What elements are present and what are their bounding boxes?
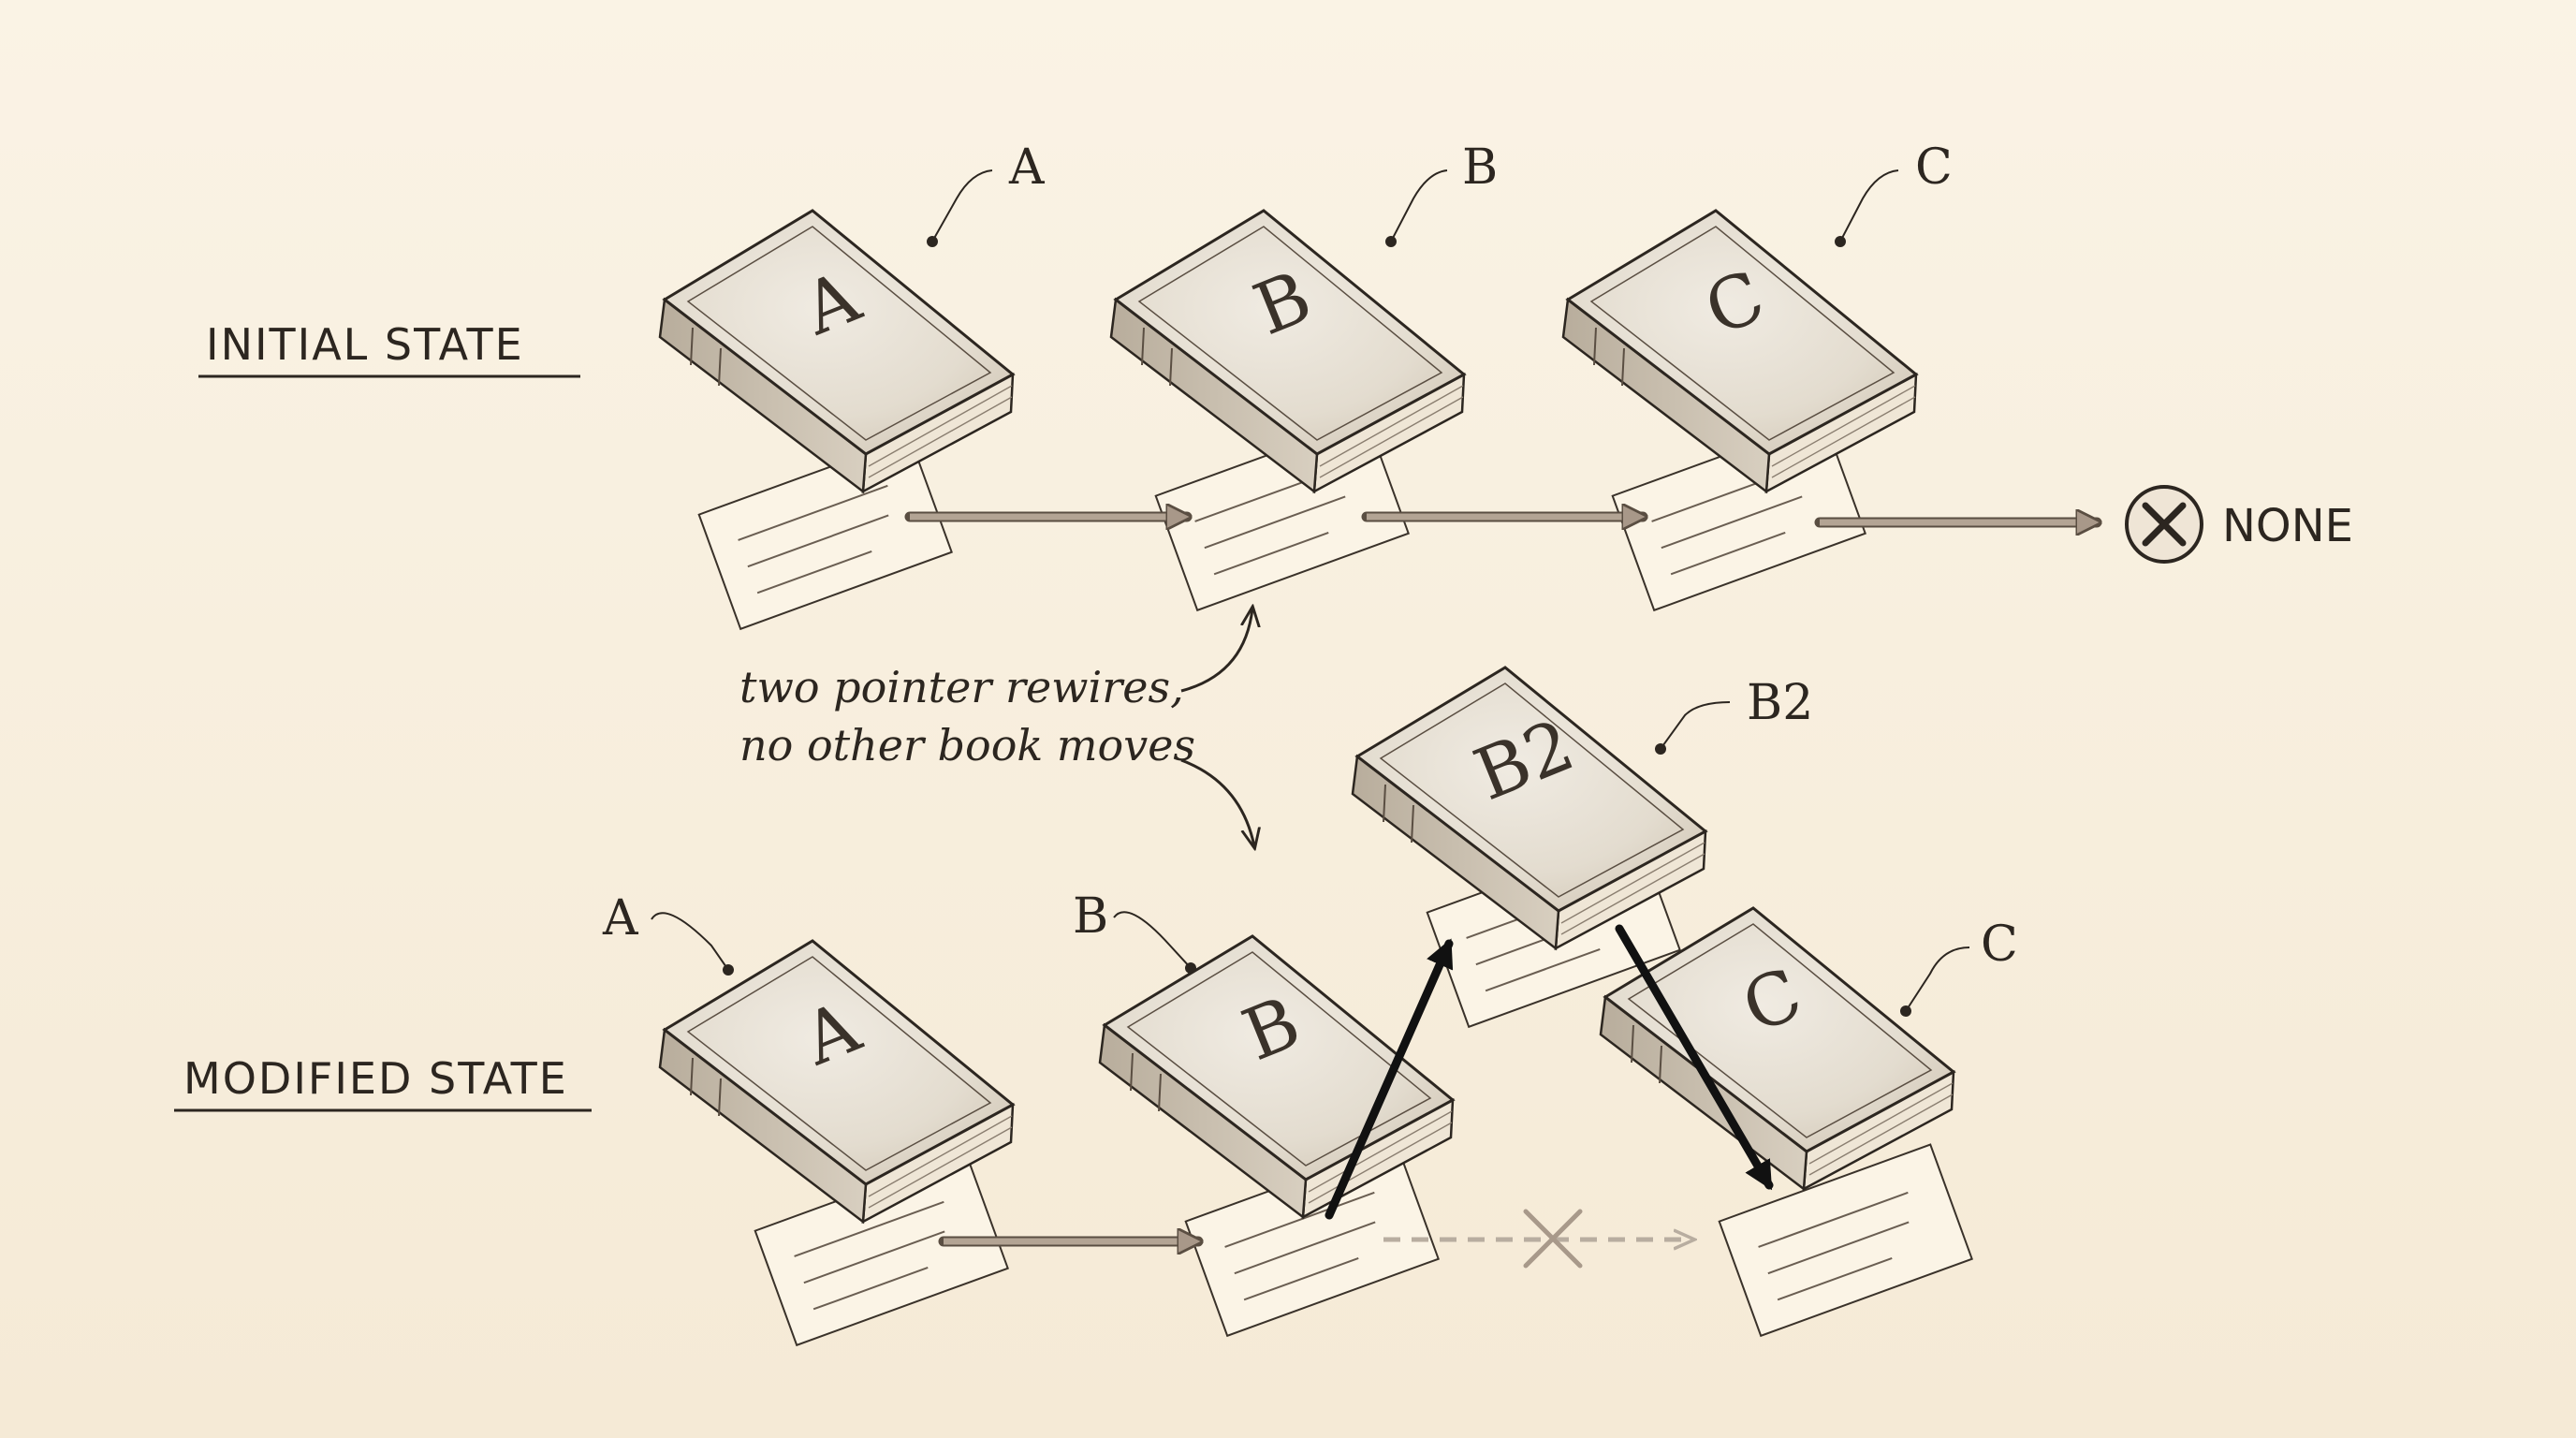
index-card (697, 436, 953, 631)
initial-state-label: INITIAL STATE (206, 319, 524, 370)
book-callout-label: B (1073, 888, 1108, 945)
terminal-none-label: NONE (2222, 500, 2353, 552)
callout-dot (1835, 236, 1846, 247)
callout-line (1839, 169, 1899, 242)
cover (1603, 906, 1956, 1153)
annotation-arrow-up (1180, 609, 1252, 693)
callout-dot (1385, 236, 1397, 247)
x-circle-icon (2125, 485, 2203, 564)
book-c-modified: C C (1599, 906, 2018, 1338)
cover (1102, 934, 1456, 1181)
cover (662, 939, 1016, 1186)
book-callout-label: B2 (1747, 675, 1813, 731)
cover (662, 209, 1016, 456)
cover (1354, 666, 1708, 913)
book-c-initial: C C (1561, 139, 1953, 612)
annotation-arrow-down (1180, 758, 1254, 846)
book-callout-label: B (1462, 139, 1498, 196)
book-b2: B2 B2 (1351, 666, 1813, 1029)
book-a-modified: A A (602, 890, 1016, 1347)
book-b-modified: B B (1073, 888, 1456, 1338)
callout-dot (927, 236, 938, 247)
book-callout-label: A (602, 890, 639, 946)
broken-link-x-icon (1523, 1209, 1583, 1269)
new-pointer-b-to-b2 (1325, 938, 1454, 1220)
callout-dot (1900, 1005, 1911, 1017)
book-a-initial: A A (658, 139, 1046, 631)
callout-line (931, 169, 993, 242)
new-pointer-b2-to-c (1615, 924, 1774, 1191)
annotation-line-2: no other book moves (739, 720, 1195, 770)
callout-dot (1655, 743, 1666, 755)
book-b-initial: B B (1109, 139, 1498, 612)
annotation-line-1: two pointer rewires, (739, 662, 1184, 712)
callout-dot (723, 964, 734, 976)
cover (1565, 209, 1919, 456)
book-callout-label: C (1981, 917, 2018, 973)
callout-line (1905, 946, 1970, 1012)
callout-line (651, 912, 729, 971)
callout-dot (1185, 962, 1196, 974)
index-card (1718, 1143, 1973, 1338)
book-callout-label: C (1915, 139, 1953, 196)
cover (1113, 209, 1467, 456)
modified-state-label: MODIFIED STATE (183, 1053, 568, 1104)
callout-line (1660, 701, 1731, 750)
index-card (1184, 1143, 1440, 1338)
callout-line (1113, 911, 1192, 969)
book-callout-label: A (1008, 139, 1046, 196)
callout-line (1390, 169, 1448, 242)
